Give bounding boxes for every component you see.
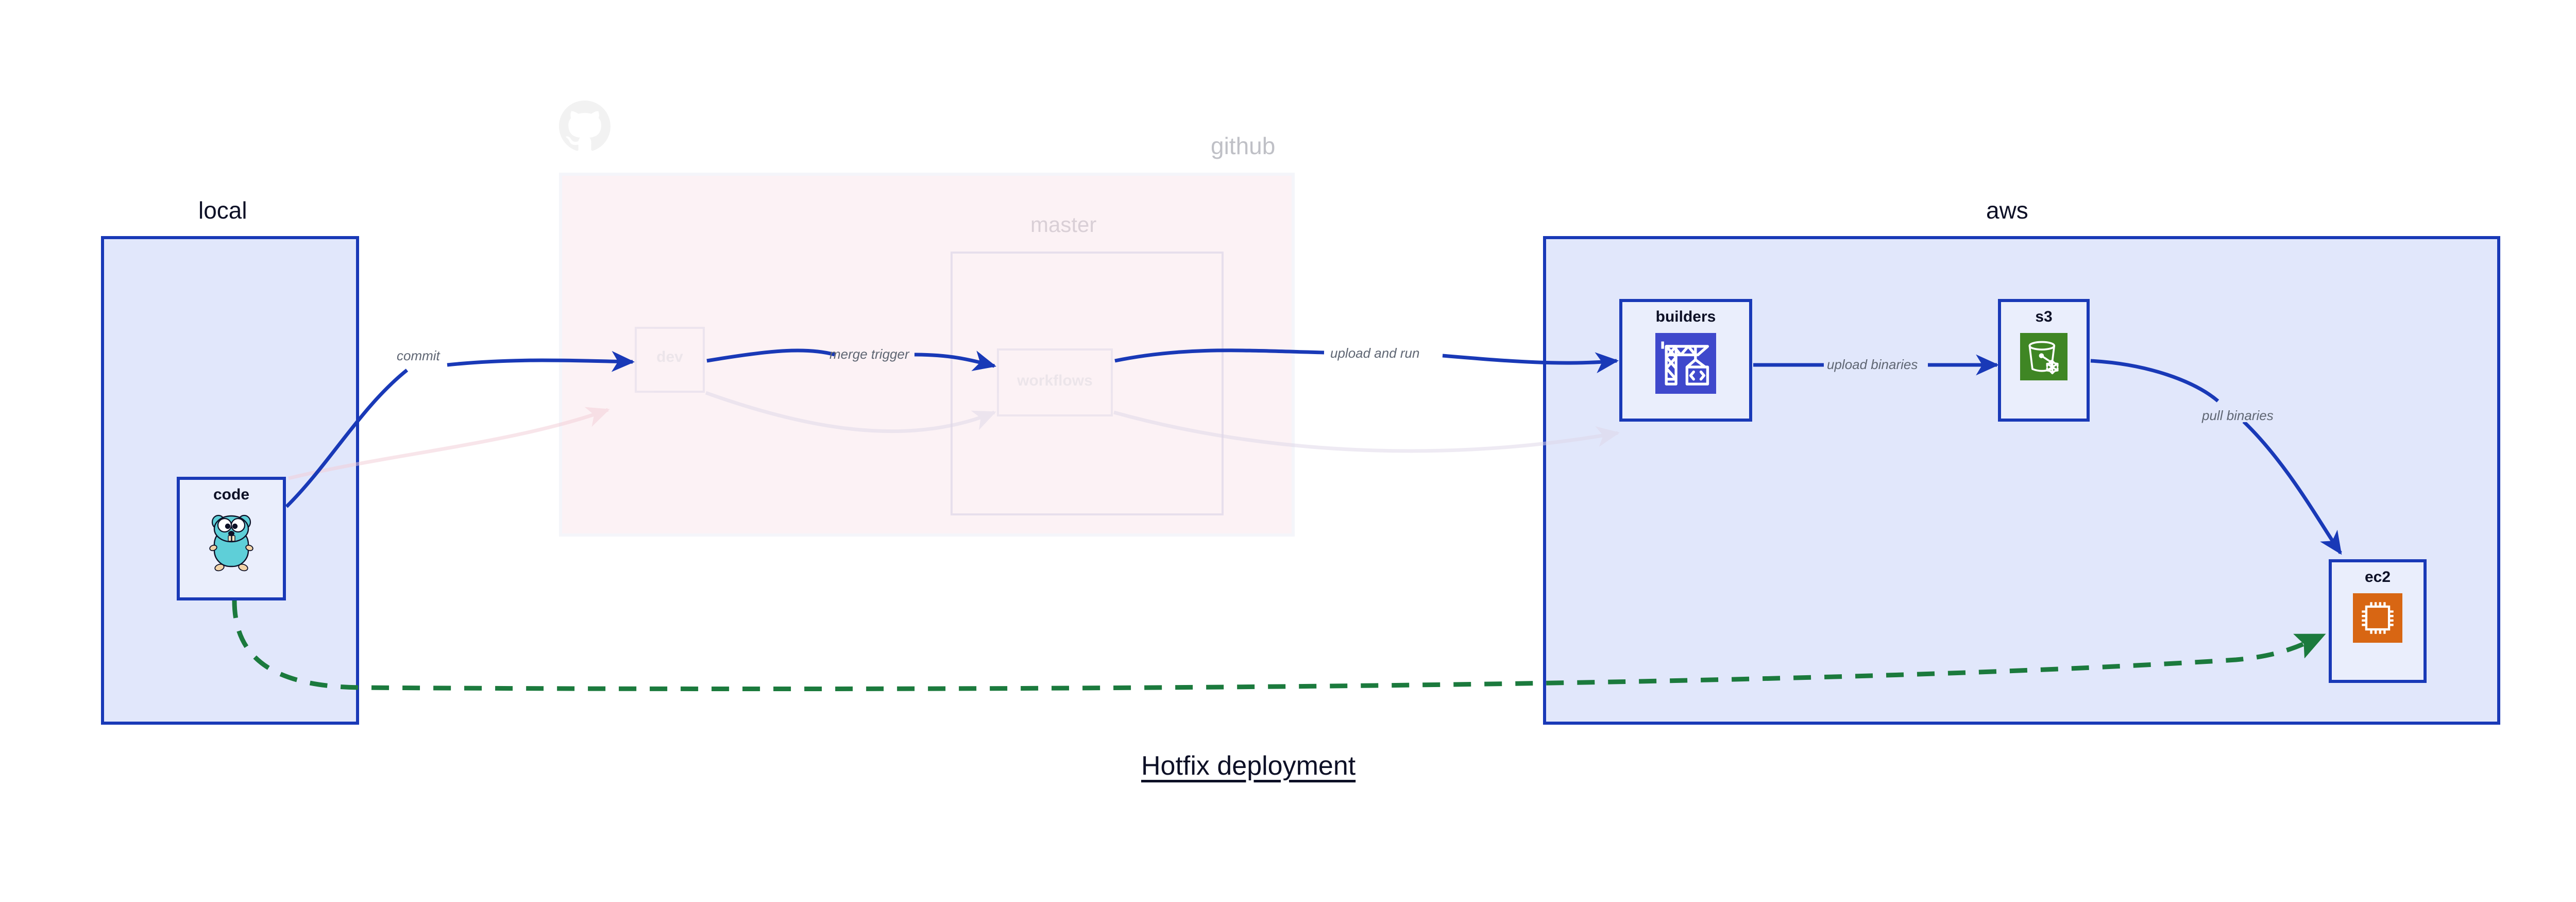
node-code[interactable]: code: [177, 477, 286, 600]
aws-s3-glacier-icon: [2020, 333, 2067, 383]
node-builders[interactable]: builders: [1619, 299, 1752, 422]
aws-codebuild-icon: [1655, 333, 1716, 396]
node-dev-label: dev: [656, 348, 683, 365]
group-master: [951, 252, 1224, 515]
diagram-title: Hotfix deployment: [1141, 751, 1356, 781]
node-workflows-label: workflows: [1017, 372, 1093, 389]
aws-ec2-icon: [2353, 593, 2402, 645]
group-title-master: master: [1030, 212, 1097, 237]
group-title-github: github: [1211, 132, 1276, 159]
node-ec2[interactable]: ec2: [2329, 559, 2427, 683]
edge-label-upload-and-run: upload and run: [1330, 345, 1420, 361]
node-code-label: code: [213, 486, 250, 503]
group-title-local: local: [198, 197, 247, 224]
node-dev[interactable]: dev: [635, 327, 705, 393]
node-s3[interactable]: s3: [1998, 299, 2090, 422]
edge-label-commit: commit: [397, 348, 440, 363]
group-title-aws: aws: [1986, 197, 2028, 224]
go-gopher-icon: [204, 511, 259, 575]
github-octocat-icon: [559, 101, 611, 155]
edge-label-upload-binaries: upload binaries: [1825, 358, 1920, 371]
edge-label-pull-binaries: pull binaries: [2200, 409, 2276, 422]
edge-label-merge-trigger: merge trigger: [829, 346, 909, 362]
node-ec2-label: ec2: [2364, 569, 2391, 586]
node-builders-label: builders: [1655, 308, 1716, 325]
node-workflows[interactable]: workflows: [997, 348, 1113, 416]
node-s3-label: s3: [2035, 308, 2053, 325]
